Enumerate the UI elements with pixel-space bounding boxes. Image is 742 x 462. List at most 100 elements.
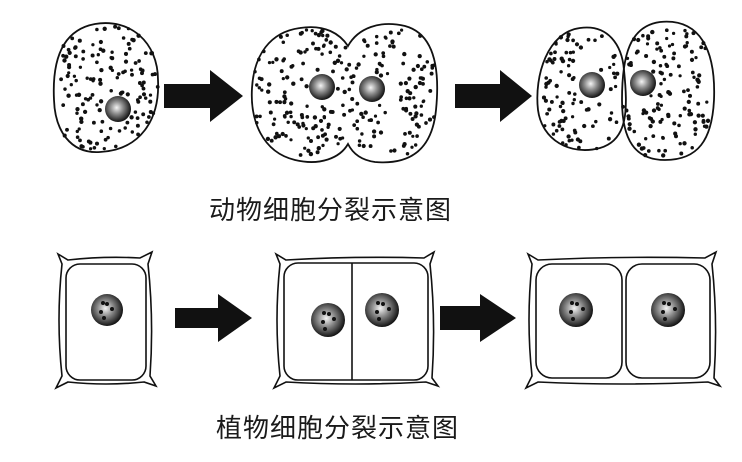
granule [280, 131, 285, 137]
granule [282, 57, 286, 61]
granule [282, 100, 287, 105]
granule [335, 86, 340, 91]
cell-membrane [250, 23, 439, 164]
granule [575, 137, 581, 142]
granule [697, 73, 702, 78]
granule [257, 76, 262, 81]
granule [608, 65, 612, 70]
granule [682, 106, 687, 111]
granule [255, 83, 259, 87]
granule [98, 39, 103, 45]
granule [563, 116, 568, 121]
granule [613, 53, 617, 58]
granule [695, 78, 701, 83]
granule [266, 89, 271, 94]
granule [357, 139, 362, 143]
granule [130, 130, 134, 134]
granule [78, 65, 83, 69]
granule [374, 41, 379, 45]
granule [392, 148, 397, 153]
granule [643, 153, 648, 158]
granule [573, 130, 578, 135]
granule [613, 84, 618, 89]
cell-wall [54, 250, 158, 390]
granule [554, 83, 559, 89]
granule [544, 76, 548, 80]
granule [567, 57, 572, 62]
granule [561, 141, 565, 145]
granule [650, 119, 655, 124]
granule [121, 70, 126, 75]
granule [407, 96, 412, 101]
granule [655, 41, 660, 46]
granule [570, 58, 576, 64]
granule [421, 76, 425, 81]
granule [380, 63, 384, 68]
granule [357, 143, 362, 148]
granule [424, 121, 428, 125]
granule [328, 50, 333, 55]
granule [138, 95, 142, 100]
granule [572, 98, 576, 102]
animal-division-row [52, 20, 716, 164]
granule [678, 113, 683, 118]
granule [300, 30, 304, 35]
granule [261, 49, 266, 54]
granule [410, 145, 414, 149]
cell-wall [272, 250, 441, 390]
granule [325, 33, 330, 38]
granule [328, 40, 333, 45]
nucleus [630, 70, 656, 96]
granule [76, 92, 82, 97]
granule [303, 146, 307, 150]
arrow-right-icon [440, 294, 516, 342]
granule [646, 149, 651, 153]
granule [702, 124, 707, 129]
granule [281, 76, 285, 81]
granule [679, 151, 684, 156]
granule [75, 111, 79, 115]
granule [96, 53, 100, 57]
granule [81, 57, 85, 61]
granule [408, 111, 413, 116]
granule [133, 110, 138, 114]
nucleus [365, 293, 399, 327]
granule [692, 75, 696, 79]
granule [135, 98, 140, 102]
granule [313, 31, 318, 36]
granule [666, 112, 671, 117]
granule [337, 54, 342, 58]
granule [110, 56, 115, 61]
granule [350, 80, 355, 85]
granule [570, 77, 575, 82]
granule [305, 47, 309, 52]
granule [541, 95, 547, 100]
granule [609, 111, 614, 115]
granule [282, 114, 287, 118]
granule [695, 85, 700, 89]
granule [413, 104, 418, 109]
granule [257, 57, 261, 62]
granule [95, 60, 99, 65]
granule [414, 143, 418, 147]
granule [411, 67, 416, 72]
granule [108, 126, 113, 131]
granule [355, 126, 360, 131]
granule [344, 67, 349, 72]
granule [664, 28, 669, 33]
granule [371, 129, 377, 134]
granule [627, 126, 632, 131]
granule [662, 54, 667, 59]
granule [123, 51, 129, 56]
granule [125, 120, 130, 125]
granule [417, 53, 422, 59]
granule [79, 119, 84, 125]
granule [299, 77, 304, 82]
granule [678, 74, 682, 78]
granule [304, 84, 309, 89]
granule [289, 138, 293, 142]
granule [401, 61, 406, 66]
granule [661, 135, 665, 140]
granule [296, 49, 301, 54]
granule [571, 38, 575, 43]
